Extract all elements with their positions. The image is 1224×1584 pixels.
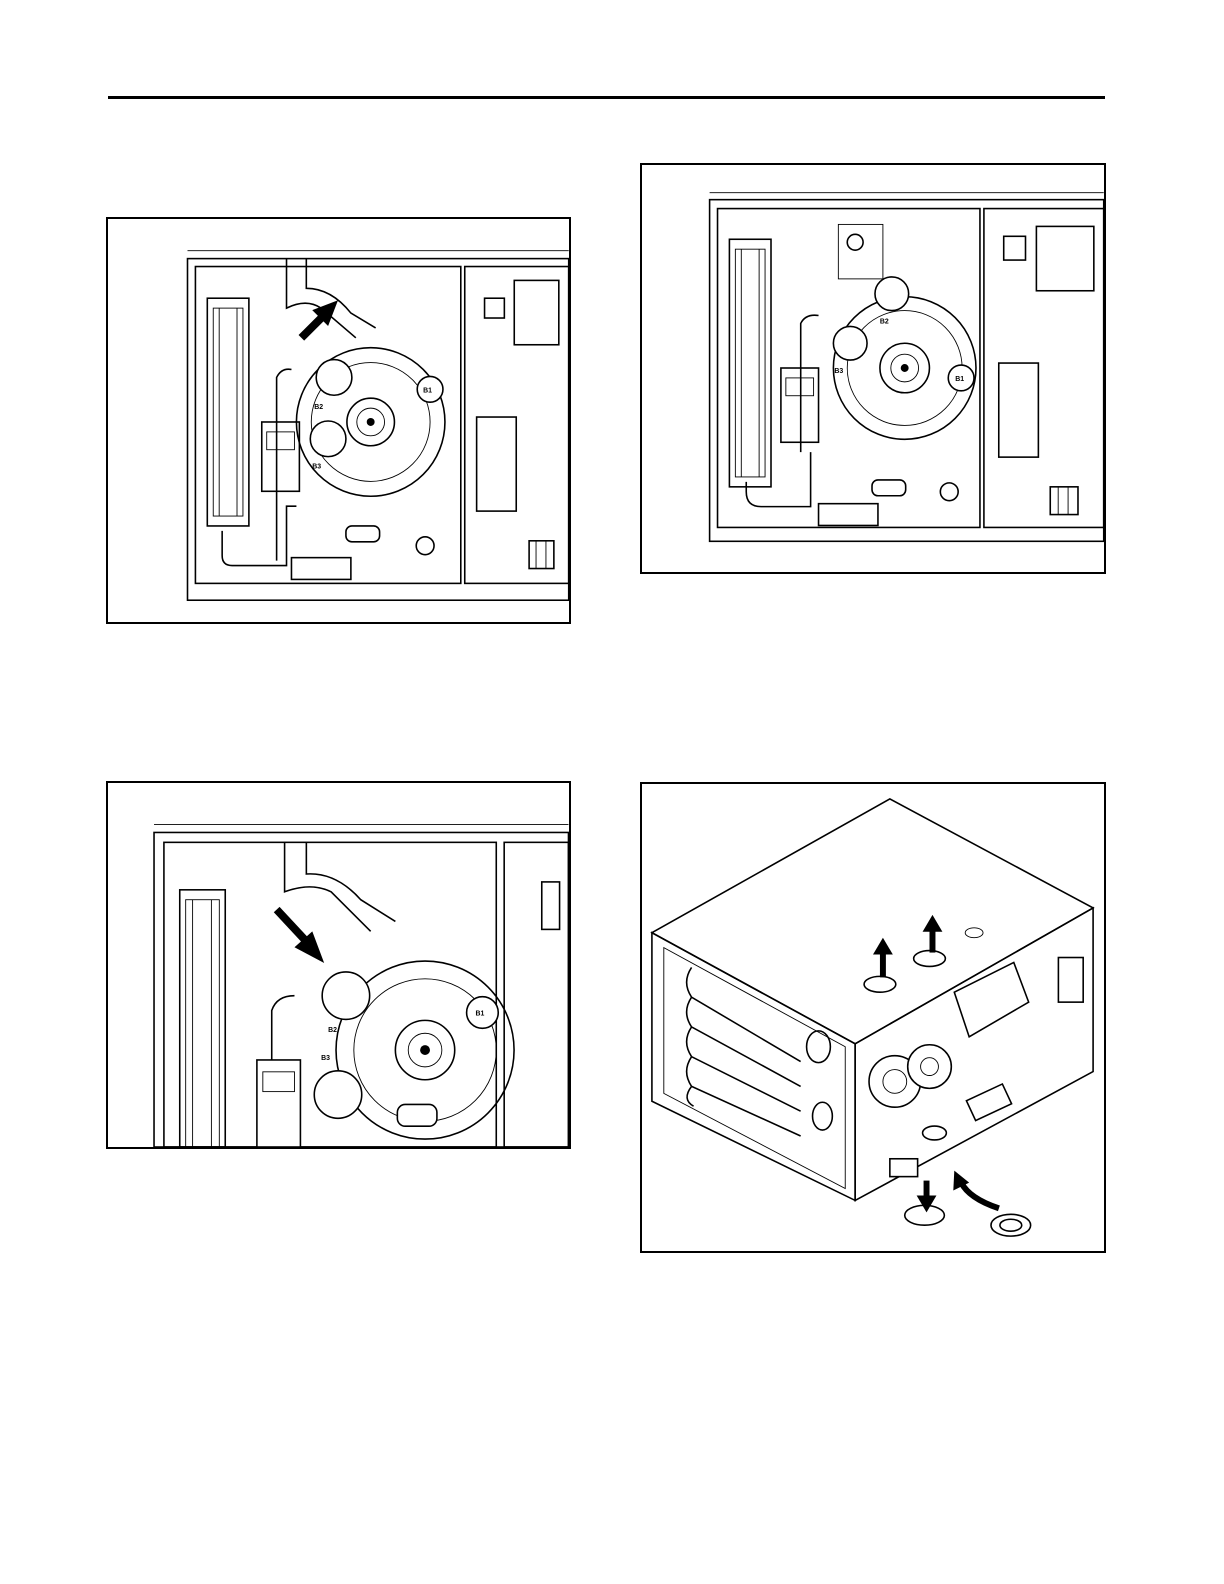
figure-furnace-vent-elbow: B2 B3 B1 xyxy=(106,217,571,624)
furnace-closeup-drawing: B2 B3 B1 xyxy=(108,783,569,1147)
figure-furnace-elbow-removed: B2 B3 B1 xyxy=(640,163,1106,574)
furnace-isometric-drawing xyxy=(642,784,1104,1251)
furnace-front-drawing-1: B2 B3 B1 xyxy=(108,219,569,622)
motor-label-b1: B1 xyxy=(955,376,964,383)
sensor-label-b3: B3 xyxy=(321,1055,330,1062)
sensor-label-b2: B2 xyxy=(328,1027,337,1034)
figure-furnace-pressure-switch: B2 B3 B1 xyxy=(106,781,571,1149)
arrow-up-right xyxy=(923,915,943,953)
figure-furnace-isometric xyxy=(640,782,1106,1253)
arrow-to-vent-elbow xyxy=(301,300,338,338)
arrow-down xyxy=(917,1181,937,1213)
sensor-label-b2: B2 xyxy=(880,318,889,325)
furnace-front-drawing-2: B2 B3 B1 xyxy=(642,165,1104,572)
sensor-label-b3: B3 xyxy=(834,368,843,375)
sensor-label-b3: B3 xyxy=(312,464,321,471)
header-rule xyxy=(108,96,1105,99)
motor-label-b1: B1 xyxy=(475,1010,484,1017)
arrow-curved xyxy=(953,1171,999,1209)
sensor-label-b2: B2 xyxy=(314,404,323,411)
arrow-up-left xyxy=(873,938,893,978)
arrow-to-pressure-switch xyxy=(277,910,324,963)
motor-label-b1: B1 xyxy=(423,387,432,394)
